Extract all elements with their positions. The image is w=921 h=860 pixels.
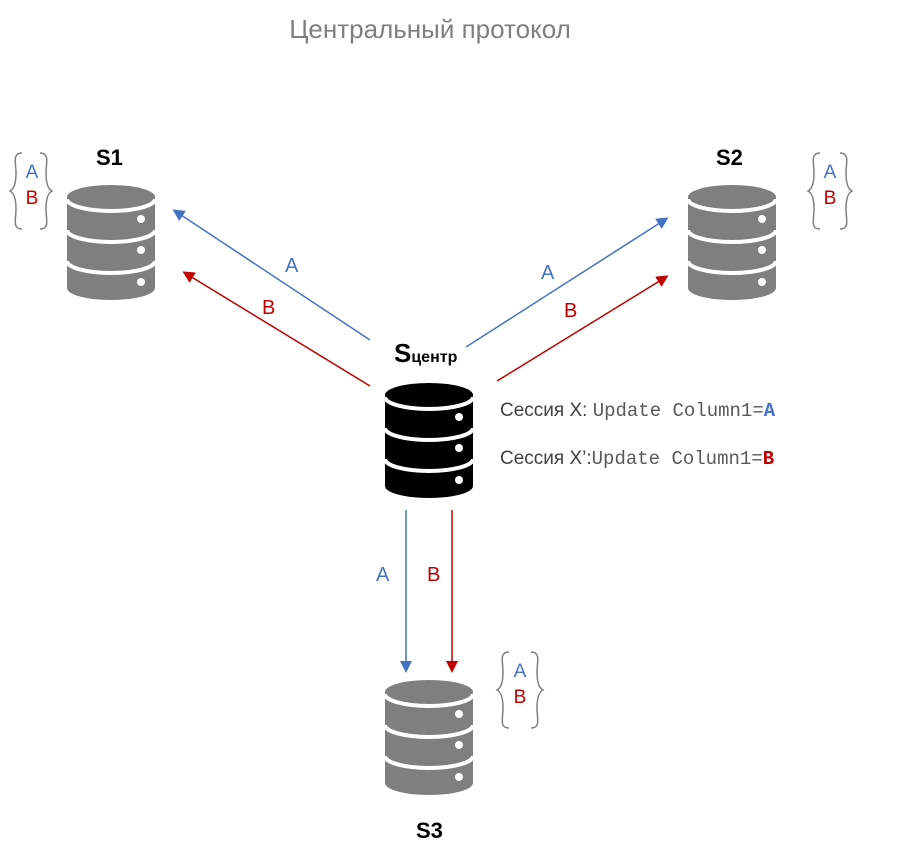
node-label-s1: S1 [96, 145, 123, 170]
session-name: Сессия X: [500, 400, 588, 421]
center-label-main: S [394, 338, 412, 368]
session-code: Update Column1= [592, 400, 764, 422]
session-code: Update Column1= [591, 448, 763, 470]
center-label-sub: центр [411, 349, 458, 366]
arrow-label-b-s2: B [564, 300, 578, 322]
arrow-b-to-s1 [182, 271, 371, 387]
arrow-a-to-s1 [172, 209, 371, 341]
set-s3-a: A [513, 661, 527, 682]
set-s2-b: B [823, 188, 837, 209]
arrow-label-a-s1: A [285, 255, 299, 277]
arrow-label-b-s3: B [427, 564, 441, 586]
set-s3-b: B [513, 687, 527, 708]
node-label-s3: S3 [416, 818, 443, 843]
arrow-a-to-s2 [465, 217, 669, 348]
database-center-icon [383, 381, 475, 500]
set-s1-b: B [25, 188, 39, 209]
node-label-center: Sцентр [394, 338, 457, 369]
session-x-prime-line: Сессия X’:Update Column1=B [500, 448, 774, 470]
set-s1-a: A [25, 162, 39, 183]
set-s2-a: A [823, 162, 837, 183]
session-name: Сессия X’: [500, 448, 592, 469]
node-label-s2: S2 [716, 145, 743, 170]
arrow-label-a-s3: A [376, 564, 390, 586]
database-s3-icon [383, 678, 475, 797]
arrow-label-a-s2: A [541, 262, 555, 284]
session-value: B [762, 448, 775, 470]
session-x-line: Сессия X: Update Column1=A [500, 400, 775, 422]
diagram-title: Центральный протокол [289, 14, 571, 44]
arrow-b-to-s2 [496, 275, 669, 382]
database-s1-icon [65, 183, 157, 302]
session-value: A [763, 400, 776, 422]
arrow-label-b-s1: B [262, 297, 276, 319]
database-s2-icon [686, 183, 778, 302]
